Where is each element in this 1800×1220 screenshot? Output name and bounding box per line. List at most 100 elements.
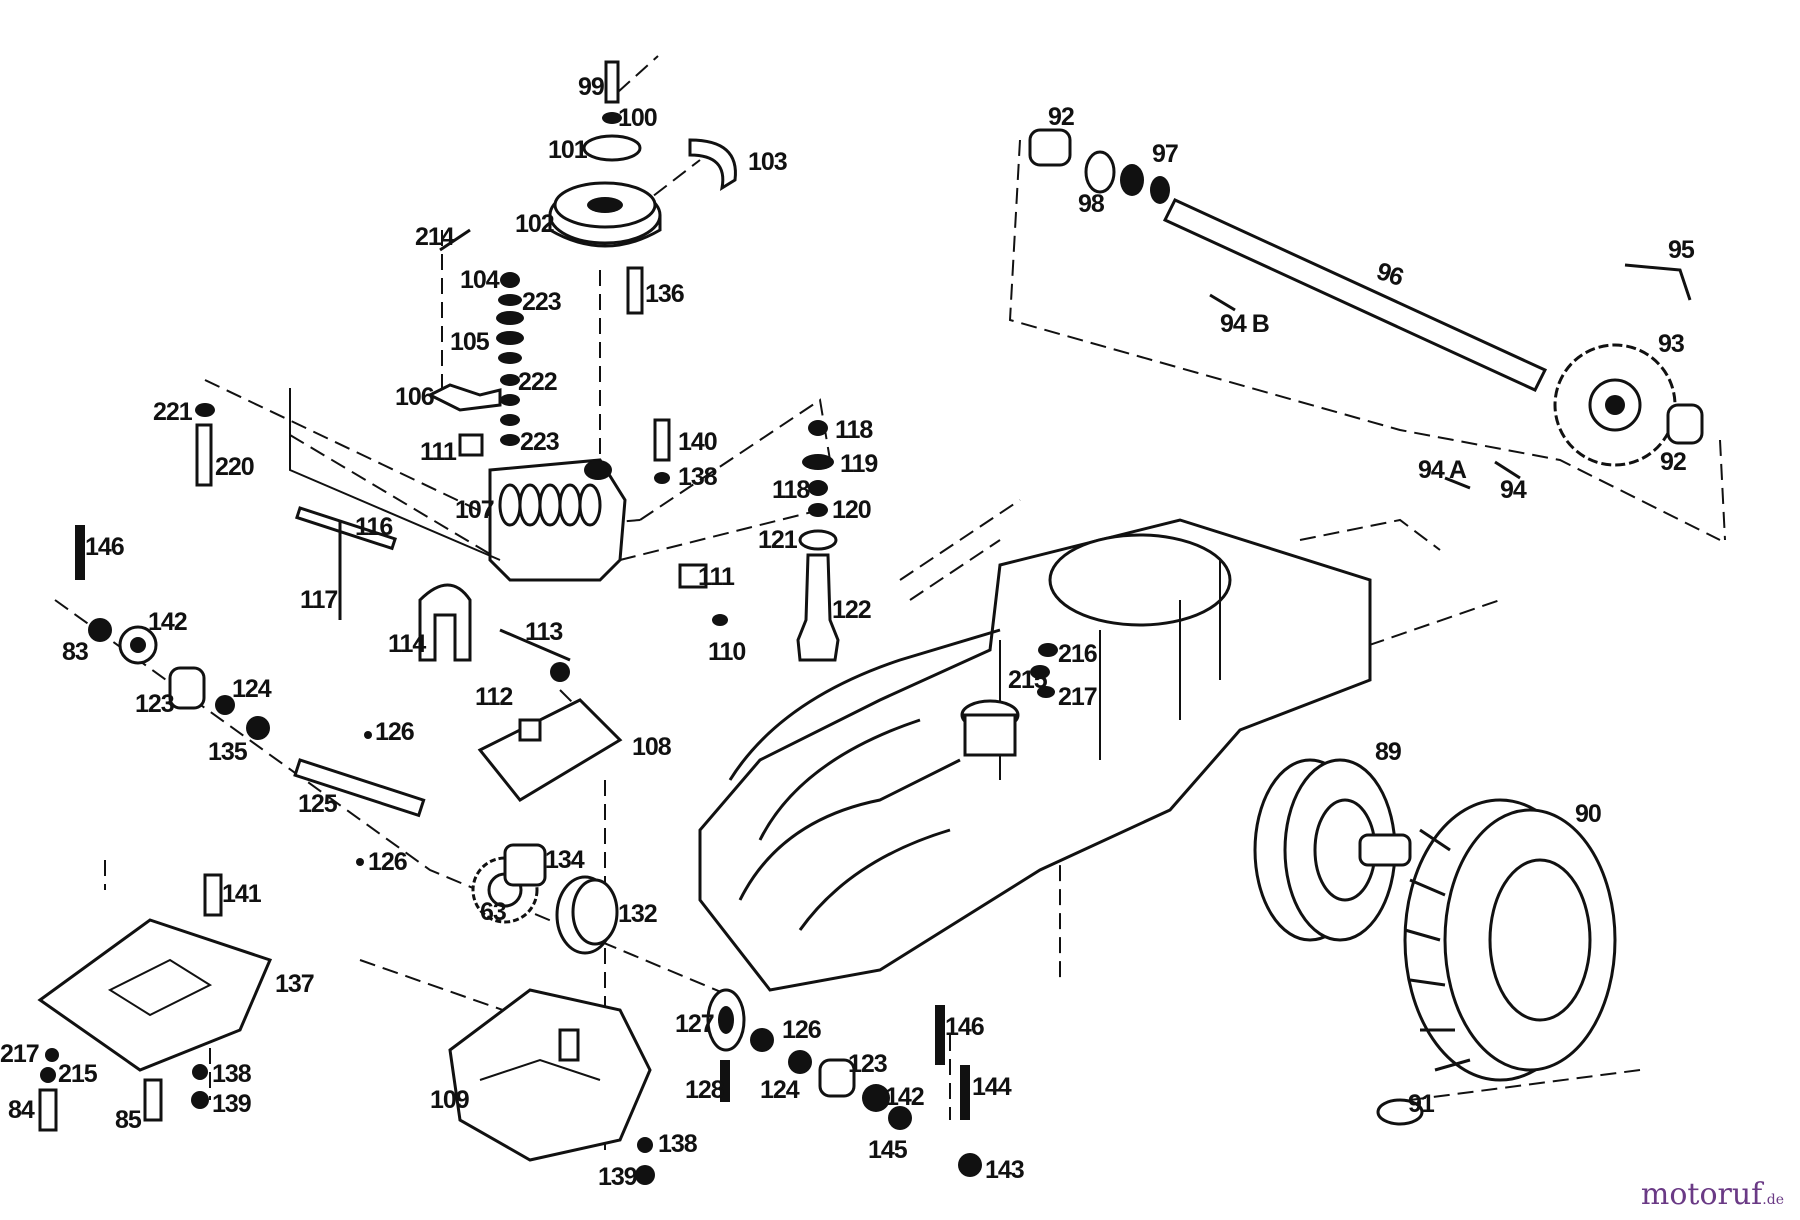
key-94b xyxy=(1209,293,1236,312)
bearing-123b xyxy=(818,1058,856,1098)
gear-134 xyxy=(503,843,547,887)
label-137: 137 xyxy=(275,970,314,998)
label-136: 136 xyxy=(645,280,684,308)
screw-221 xyxy=(195,403,215,417)
bolt-140 xyxy=(653,418,671,462)
ring-135 xyxy=(246,716,270,740)
pin-146b xyxy=(935,1005,945,1065)
pin-144 xyxy=(960,1065,970,1120)
lower-shaft-assembly xyxy=(75,525,619,955)
label-145: 145 xyxy=(868,1136,908,1164)
label-100: 100 xyxy=(618,104,657,132)
label-124b: 124 xyxy=(760,1076,800,1104)
nut-104 xyxy=(500,272,520,288)
label-122: 122 xyxy=(832,596,871,624)
washer-98 xyxy=(1084,150,1116,194)
label-141: 141 xyxy=(222,880,262,908)
washer-138b xyxy=(192,1064,208,1080)
plate-108 xyxy=(477,698,623,802)
pulley-assembly xyxy=(548,60,737,248)
oring-121 xyxy=(798,529,838,551)
pin-95 xyxy=(1624,263,1692,301)
label-91: 91 xyxy=(1408,1090,1435,1118)
chassis-frame xyxy=(698,518,1372,992)
bolt-85 xyxy=(143,1078,163,1122)
washer-120 xyxy=(808,503,828,517)
label-89: 89 xyxy=(1375,738,1401,766)
label-223a: 223 xyxy=(522,288,561,316)
label-104: 104 xyxy=(460,266,500,294)
housing-109 xyxy=(448,988,652,1162)
frame-outline xyxy=(698,518,1372,992)
label-92b: 92 xyxy=(1660,448,1686,476)
bolt-84 xyxy=(38,1088,58,1132)
nut-145 xyxy=(888,1106,912,1130)
key-103 xyxy=(688,138,737,192)
label-216: 216 xyxy=(1058,640,1097,668)
label-125: 125 xyxy=(298,790,338,818)
seal-118b xyxy=(808,480,828,496)
label-223b: 223 xyxy=(520,428,559,456)
label-215a: 215 xyxy=(58,1060,98,1088)
label-221: 221 xyxy=(153,398,193,426)
label-102: 102 xyxy=(515,210,554,238)
label-146a: 146 xyxy=(85,533,124,561)
label-94: 94 xyxy=(1500,476,1527,504)
nut-217 xyxy=(45,1048,59,1062)
washer-124b xyxy=(788,1050,812,1074)
label-121: 121 xyxy=(758,526,798,554)
washer-126c xyxy=(750,1028,774,1052)
label-103: 103 xyxy=(748,148,787,176)
washer-101 xyxy=(582,134,642,162)
label-96: 96 xyxy=(1373,257,1406,292)
label-93: 93 xyxy=(1658,330,1684,358)
label-142b: 142 xyxy=(885,1083,924,1111)
label-124a: 124 xyxy=(232,675,272,703)
label-84: 84 xyxy=(8,1096,35,1124)
label-135: 135 xyxy=(208,738,248,766)
bolt-141 xyxy=(203,873,223,917)
bolt-128 xyxy=(720,1060,730,1102)
key-94 xyxy=(1494,460,1521,480)
bolt-136 xyxy=(626,266,644,315)
watermark-tld: .de xyxy=(1762,1192,1784,1208)
axle-96 xyxy=(1162,198,1548,392)
pin-126b xyxy=(356,858,364,866)
label-107: 107 xyxy=(455,496,494,524)
pin-146a xyxy=(75,525,85,580)
part-labels: 99 100 101 103 102 214 136 104 223 105 2… xyxy=(0,73,1696,1191)
seal-216 xyxy=(1038,643,1058,657)
label-106: 106 xyxy=(395,383,434,411)
label-126b: 126 xyxy=(368,848,407,876)
bearing-142b xyxy=(862,1084,890,1112)
label-111a: 111 xyxy=(420,438,457,466)
label-94a: 94 A xyxy=(1418,456,1467,484)
wheel-assembly xyxy=(1253,758,1617,1126)
clip-91 xyxy=(1376,1098,1424,1126)
label-114: 114 xyxy=(388,630,426,658)
label-215b: 215 xyxy=(1008,666,1048,694)
nut-139a xyxy=(191,1091,209,1109)
label-126c: 126 xyxy=(782,1016,821,1044)
label-101: 101 xyxy=(548,136,588,164)
label-146b: 146 xyxy=(945,1013,984,1041)
label-111b: 111 xyxy=(698,563,735,591)
label-123b: 123 xyxy=(848,1050,887,1078)
watermark-brand: motoruf xyxy=(1640,1177,1763,1212)
ball-112 xyxy=(550,662,570,682)
label-222: 222 xyxy=(518,368,557,396)
ring-97 xyxy=(1120,164,1144,196)
shaft-116 xyxy=(295,506,397,551)
label-138b: 138 xyxy=(212,1060,252,1088)
label-99: 99 xyxy=(578,73,604,101)
label-123a: 123 xyxy=(135,690,174,718)
label-126a: 126 xyxy=(375,718,414,746)
nut-83 xyxy=(88,618,112,642)
pin-126a xyxy=(364,731,372,739)
label-97: 97 xyxy=(1152,140,1178,168)
label-139b: 139 xyxy=(598,1163,637,1191)
label-139a: 139 xyxy=(212,1090,251,1118)
washer-100 xyxy=(602,112,622,124)
label-119: 119 xyxy=(840,450,877,478)
label-98: 98 xyxy=(1078,190,1105,218)
